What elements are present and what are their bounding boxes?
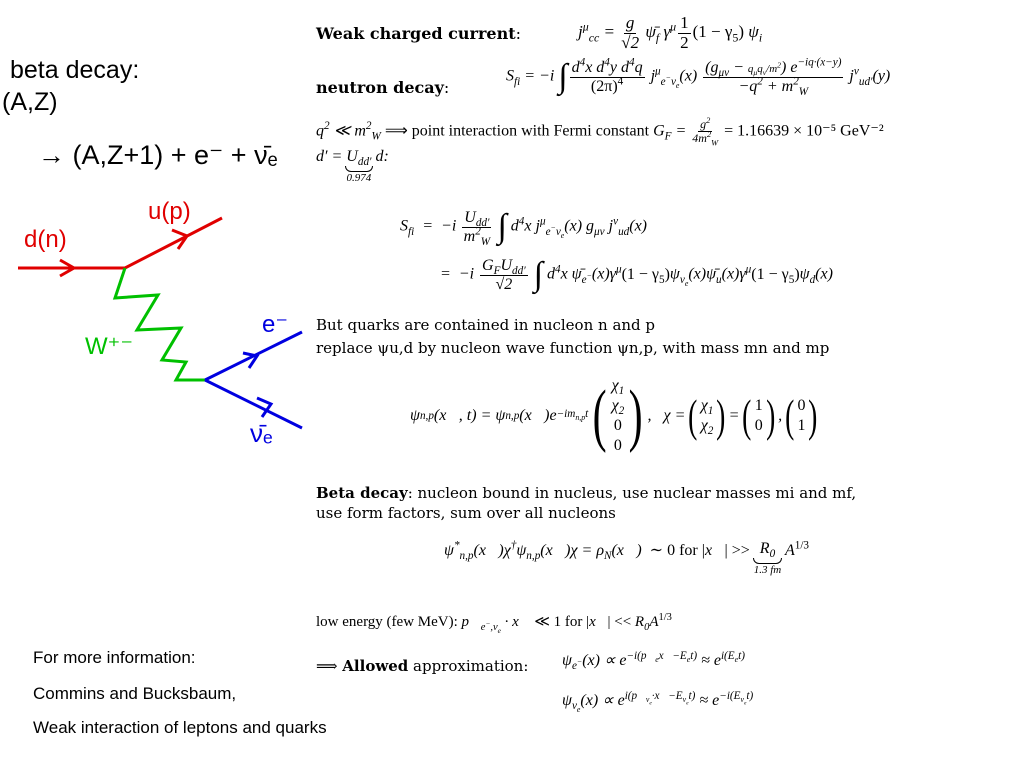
beta-text1: : nucleon bound in nucleus, use nuclear … [407, 484, 857, 502]
quark-in-arrowhead-icon [59, 258, 78, 278]
neutron-label-row: neutron decay: [316, 78, 450, 97]
label-u-p: u(p) [148, 198, 191, 225]
electron-arrowhead-icon [242, 351, 260, 369]
label-electron: e⁻ [262, 311, 289, 338]
antineutrino-line [204, 378, 303, 430]
sfi-equation-2: = −i GFUdd′√2 ∫ d4x ψ̄e−(x)γμ(1 − γ5)ψνe… [440, 256, 833, 293]
beta-text2: use form factors, sum over all nucleons [316, 504, 616, 522]
allowed-label: Allowed [342, 657, 409, 675]
ud-value: 0.974 [346, 172, 372, 184]
antineutrino-arrowhead-icon [256, 396, 274, 418]
allowed-text: approximation: [413, 657, 529, 675]
feynman-diagram [18, 216, 303, 430]
electron-approx: ψe−(x) ∝ e−i(p⃗ex⃗−Eet) ≈ ei(Eet) [562, 649, 745, 673]
title-line2: (A,Z) [2, 88, 58, 116]
beta-label: Beta decay [316, 484, 408, 502]
quark-text1: But quarks are contained in nucleon n an… [316, 316, 656, 334]
r0-value: 1.3 fm [753, 564, 782, 576]
label-d-n: d(n) [24, 226, 67, 253]
wcc-label: Weak charged current [316, 24, 516, 43]
info-line3: Weak interaction of leptons and quarks [33, 718, 327, 737]
lowenergy-text: low energy (few MeV): [316, 614, 458, 630]
point-text: point interaction with Fermi constant [411, 122, 650, 140]
label-antineutrino: ν̄ₑ [250, 418, 273, 448]
density-equation: ψ*n,p(x⃗)χ†ψn,p(x⃗)χ = ρN(x⃗) ∼ 0 for |x… [444, 539, 810, 576]
info-line1: For more information: [33, 648, 196, 667]
wcc-label-row: Weak charged current: [316, 24, 521, 43]
gf-value: = 1.16639 × 10⁻⁵ GeV⁻² [724, 122, 884, 140]
allowed-row: ⟹ Allowed approximation: [316, 657, 529, 675]
label-w-boson: W⁺⁻ [85, 333, 133, 360]
reaction-equation: → (A,Z+1) + e⁻ + ν̄ₑ [38, 140, 278, 170]
w-boson-line [112, 267, 205, 382]
beta-row1: Beta decay: nucleon bound in nucleus, us… [316, 484, 856, 502]
quark-text2: replace ψu,d by nucleon wave function ψn… [316, 339, 830, 357]
quark-out-line [124, 216, 223, 270]
neutron-label: neutron decay [316, 78, 444, 97]
neutron-equation: Sfi = −i ∫d4x d4y d4q(2π)4 jμe−νe(x) (gμ… [506, 56, 891, 98]
low-energy-row: low energy (few MeV): p⃗e−,νe · x⃗ ≪ 1 f… [316, 612, 672, 636]
title-line1: beta decay: [10, 56, 140, 84]
neutrino-approx: ψνe(x) ∝ ei(p⃗νe·x⃗−Eνet) ≈ e−i(Eνet) [562, 689, 754, 715]
sfi-equation-1: Sfi = −i Udd′m2W ∫ d4x jμe−νe(x) gμν jνu… [400, 208, 648, 248]
quark-out-arrowhead-icon [171, 228, 190, 250]
info-line2: Commins and Bucksbaum, [33, 684, 237, 703]
point-interaction-row: q2 ≪ m2W ⟹ point interaction with Fermi … [316, 116, 884, 148]
ud-relation: d′ = Udd′0.974 d: [316, 148, 389, 184]
